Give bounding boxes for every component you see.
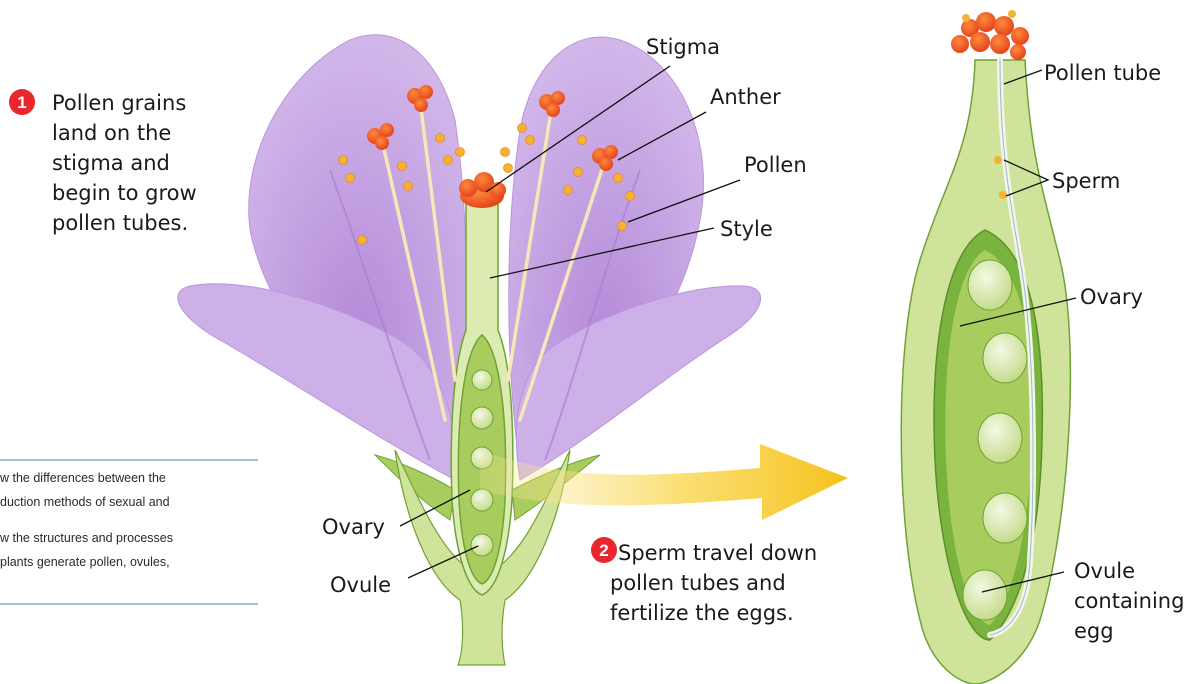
step-1-number: 1 bbox=[17, 93, 26, 112]
step-1-line-4: begin to grow bbox=[52, 181, 197, 205]
step-1-caption: 1 Pollen grains land on the stigma and b… bbox=[9, 89, 197, 235]
ovule bbox=[471, 407, 493, 429]
pollen-grain bbox=[618, 222, 627, 231]
pollen-grain bbox=[614, 174, 623, 183]
pollen-grain bbox=[526, 136, 535, 145]
sperm-cell bbox=[994, 156, 1002, 164]
pollen-grain bbox=[339, 156, 348, 165]
label-pollen: Pollen bbox=[744, 153, 807, 177]
step-2-caption: 2 Sperm travel down pollen tubes and fer… bbox=[591, 537, 817, 625]
ovule bbox=[983, 333, 1027, 383]
step-2-line-3: fertilize the eggs. bbox=[610, 601, 794, 625]
label-stigma: Stigma bbox=[646, 35, 720, 59]
step-2-number: 2 bbox=[599, 541, 608, 560]
step-2-line-1: Sperm travel down bbox=[618, 541, 817, 565]
ovule bbox=[983, 493, 1027, 543]
ovule bbox=[472, 370, 492, 390]
step-1-line-3: stigma and bbox=[52, 151, 170, 175]
sidebar-line-3: w the structures and processes bbox=[0, 531, 173, 545]
pollen-grain bbox=[346, 174, 355, 183]
sidebar-line-4: plants generate pollen, ovules, bbox=[0, 555, 170, 569]
label-ovule-right-3: egg bbox=[1074, 619, 1114, 643]
pollen-grain bbox=[574, 168, 583, 177]
pollen-grain bbox=[404, 182, 413, 191]
label-pollen-tube: Pollen tube bbox=[1044, 61, 1161, 85]
ovule bbox=[978, 413, 1022, 463]
sidebar-box: w the differences between the duction me… bbox=[0, 460, 258, 604]
pollen-grain bbox=[504, 164, 513, 173]
label-ovule-right-2: containing bbox=[1074, 589, 1184, 613]
label-anther: Anther bbox=[710, 85, 781, 109]
pollen-grain bbox=[456, 148, 465, 157]
step-1-line-2: land on the bbox=[52, 121, 171, 145]
pollen-grain bbox=[626, 192, 635, 201]
pistil-stigma bbox=[951, 10, 1029, 60]
ovule bbox=[471, 534, 493, 556]
pollen-grain bbox=[358, 236, 367, 245]
pollen-grain bbox=[501, 148, 510, 157]
step-2-line-2: pollen tubes and bbox=[610, 571, 786, 595]
step-1-line-1: Pollen grains bbox=[52, 91, 186, 115]
label-ovule-left: Ovule bbox=[330, 573, 391, 597]
label-sperm: Sperm bbox=[1052, 169, 1120, 193]
label-ovary-right: Ovary bbox=[1080, 285, 1143, 309]
sidebar-line-2: duction methods of sexual and bbox=[0, 495, 170, 509]
step-1-line-5: pollen tubes. bbox=[52, 211, 188, 235]
pollen-grain bbox=[518, 124, 527, 133]
pollen-grain bbox=[578, 136, 587, 145]
sperm-cell bbox=[999, 191, 1007, 199]
pollen-grain bbox=[436, 134, 445, 143]
ovule bbox=[963, 570, 1007, 620]
pollen-grain bbox=[398, 162, 407, 171]
label-style: Style bbox=[720, 217, 773, 241]
ovule bbox=[968, 260, 1012, 310]
pollen-grain bbox=[564, 186, 573, 195]
label-ovary-left: Ovary bbox=[322, 515, 385, 539]
pistil-enlarged bbox=[901, 10, 1070, 684]
pollen-grain bbox=[444, 156, 453, 165]
flower-stigma bbox=[459, 172, 506, 208]
label-ovule-right-1: Ovule bbox=[1074, 559, 1135, 583]
sidebar-line-1: w the differences between the bbox=[0, 471, 166, 485]
